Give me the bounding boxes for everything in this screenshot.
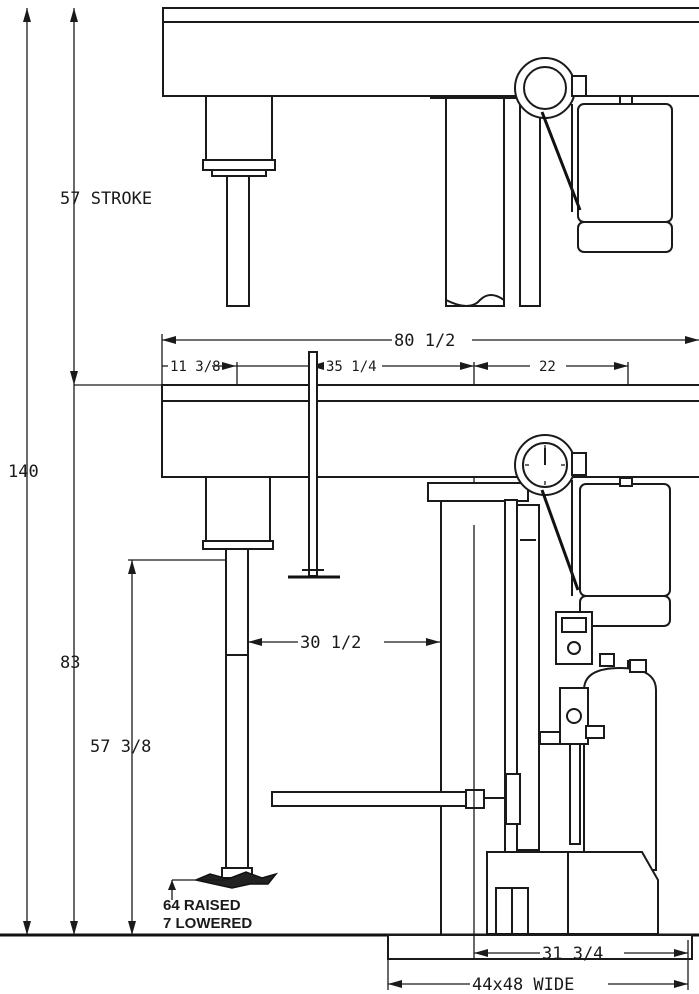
reach-dimension-line [248, 638, 440, 646]
base-offset-label: 31 3/4 [542, 944, 603, 964]
right-span-label: 22 [539, 359, 556, 375]
floor-line [0, 933, 699, 960]
hydraulic-tank [583, 653, 657, 871]
upper-control-box [540, 95, 673, 253]
upper-motor-housing [202, 95, 276, 177]
hydraulic-panel [555, 611, 593, 665]
total-width-label: 80 1/2 [394, 331, 455, 351]
overall-height-label: 140 [8, 462, 39, 482]
lower-beam [161, 384, 699, 478]
shaft-height-label: 57 3/8 [90, 737, 151, 757]
upper-shaft [226, 175, 250, 307]
base-dimension-lines [387, 525, 689, 990]
upper-column [430, 95, 541, 307]
raised-note: 64 RAISED [163, 897, 241, 914]
lower-motor-housing [202, 476, 274, 550]
raised-lowered-callout [168, 879, 226, 900]
middle-span-label: 35 1/4 [326, 359, 377, 375]
left-offset-label: 11 3/8 [170, 359, 221, 375]
paddle-arm [271, 773, 521, 825]
lower-height-label: 83 [60, 653, 80, 673]
height-dimension-lines [23, 8, 230, 935]
reach-label: 30 1/2 [300, 633, 361, 653]
machine-base [486, 851, 659, 935]
base-size-label: 44x48 WIDE [472, 975, 574, 994]
upper-beam [162, 7, 699, 97]
scraper-rod [288, 351, 340, 579]
upper-gauge [514, 57, 587, 119]
stroke-dimension-label: 57 STROKE [60, 189, 152, 209]
lower-control-box [540, 477, 671, 627]
hydraulic-valves [539, 687, 605, 845]
mixer-shaft [225, 548, 249, 870]
lowered-note: 7 LOWERED [163, 915, 252, 932]
mixer-blade [193, 867, 279, 889]
